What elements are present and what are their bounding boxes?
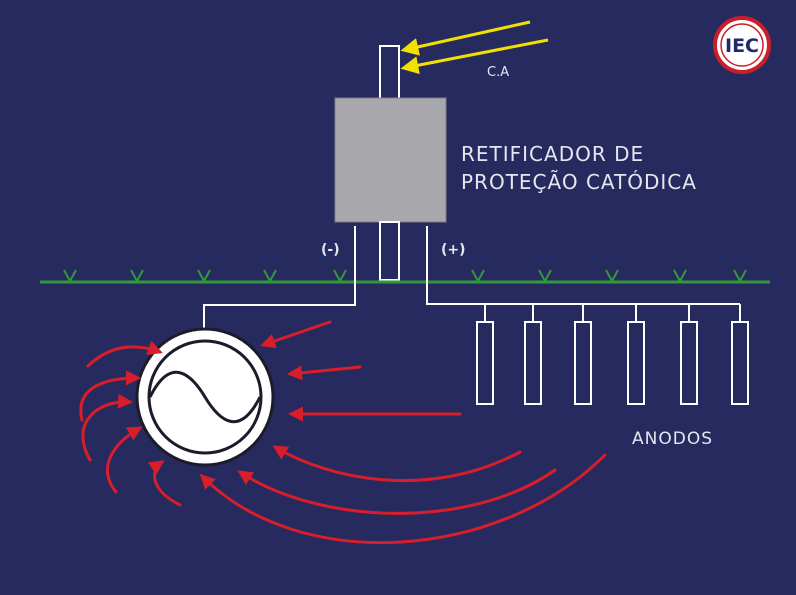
grass-tick-icon (733, 269, 747, 284)
anode (627, 321, 645, 405)
current-arrow (147, 460, 182, 507)
anode (680, 321, 698, 405)
rectifier-label-line2: PROTEÇÃO CATÓDICA (461, 170, 697, 194)
anode-bed (476, 304, 749, 405)
anodes-label: ANODOS (632, 429, 713, 449)
ac-input-arrows (400, 20, 549, 75)
ac-arrow-2 (400, 38, 549, 75)
grass-tick-icon (538, 269, 552, 284)
grass-tick-icon (673, 269, 687, 284)
grass-tick-icon (130, 269, 144, 284)
current-arrow (79, 370, 141, 422)
grass-tick-icon (471, 269, 485, 284)
current-arrow (260, 320, 332, 349)
ac-conduit (379, 45, 400, 101)
current-arrow (237, 468, 557, 515)
negative-wire (203, 226, 356, 345)
pipe-cross-section-icon (135, 327, 275, 467)
protection-current-arrows (79, 320, 607, 544)
current-arrow (81, 393, 133, 462)
ac-label: C.A (487, 65, 509, 80)
anode (731, 321, 749, 405)
grass-tick-icon (605, 269, 619, 284)
wiring (203, 226, 740, 345)
positive-wire (426, 226, 740, 305)
current-arrow (272, 445, 522, 483)
iec-logo-icon: IEC (713, 16, 771, 74)
grass-tick-icon (263, 269, 277, 284)
rectifier-box (334, 97, 447, 223)
negative-terminal-label: (-) (321, 242, 340, 258)
current-arrow (199, 453, 607, 544)
anode (524, 321, 542, 405)
current-arrow (86, 340, 163, 368)
grass-tick-icon (197, 269, 211, 284)
logo-text: IEC (725, 35, 759, 57)
dc-conduit (379, 221, 400, 281)
grass-ticks (63, 269, 747, 284)
current-arrow (287, 365, 362, 381)
anode (476, 321, 494, 405)
grass-tick-icon (63, 269, 77, 284)
rectifier-label-line1: RETIFICADOR DE (461, 142, 644, 166)
ac-arrow-1 (400, 20, 531, 56)
positive-terminal-label: (+) (441, 242, 466, 258)
current-arrow (106, 426, 143, 494)
anode (574, 321, 592, 405)
grass-tick-icon (333, 269, 347, 284)
